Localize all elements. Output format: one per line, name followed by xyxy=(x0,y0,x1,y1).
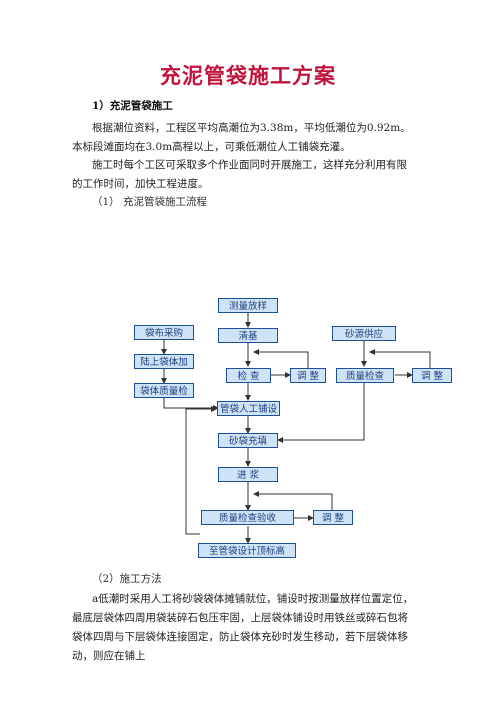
flow-node-adjust-1: 调 整 xyxy=(290,368,326,383)
flow-node-clearing: 清基 xyxy=(218,328,278,343)
flow-node-adjust-3: 调 整 xyxy=(313,510,353,525)
flow-node-inspect: 检 查 xyxy=(226,368,271,383)
flow-node-slurry: 进 浆 xyxy=(218,467,278,482)
flow-node-design-top: 至管袋设计顶标高 xyxy=(198,543,296,558)
document-title: 充泥管袋施工方案 xyxy=(160,63,336,88)
flow-node-acceptance: 质量检查验收 xyxy=(201,510,294,525)
flow-node-manual-lay: 管袋人工铺设 xyxy=(217,401,280,416)
section-heading: 1）充泥管袋施工 xyxy=(92,100,173,112)
flow-node-sand-fill: 砂袋充填 xyxy=(218,433,278,448)
paragraph-work-faces: 施工时每个工区可采取多个作业面同时开展施工，这样充分利用有限的工作时间，加快工程… xyxy=(72,159,407,190)
method-heading: （2）施工方法 xyxy=(92,573,162,585)
flow-node-survey: 测量放样 xyxy=(218,298,278,313)
flow-node-adjust-2: 调 整 xyxy=(412,368,452,383)
flowchart-heading: （1） 充泥管袋施工流程 xyxy=(92,196,208,208)
flow-node-sand-supply: 砂源供应 xyxy=(332,326,396,341)
flow-node-quality-check: 质量检查 xyxy=(336,368,394,383)
paragraph-tide-levels: 根据潮位资料，工程区平均高潮位为3.38m，平均低潮位为0.92m。本标段滩面均… xyxy=(72,122,411,153)
flow-node-bag-quality: 袋体质量检 xyxy=(134,383,194,398)
paragraph-method: a低潮时采用人工将砂袋袋体摊铺就位，铺设时按测量放样位置定位，最底层袋体四周用袋… xyxy=(72,593,414,662)
flow-node-land-processing: 陆上袋体加 xyxy=(134,354,194,369)
flow-node-bag-purchase: 袋布采购 xyxy=(134,325,194,340)
